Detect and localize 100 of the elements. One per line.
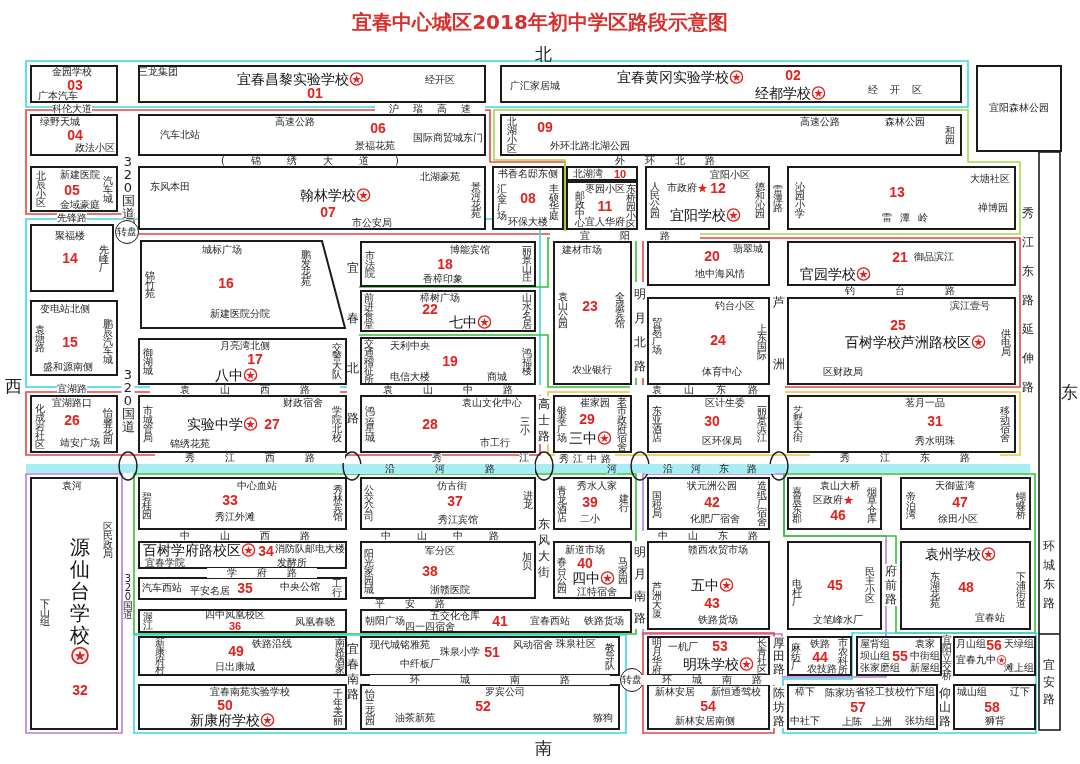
district-number: 32 [72,683,88,697]
place-label: 宜人华府 [585,217,625,227]
roundabout-circle [115,220,139,244]
district-block [138,477,347,530]
place-label: 翡翠城 [733,244,763,254]
road-label: 环城南路 [370,675,610,685]
school-name: 五中 [690,578,719,592]
place-label: 袁山公园 [558,292,568,328]
place-label: 贸易广场 [652,318,662,354]
place-label: 电信大楼 [390,372,430,382]
district-block [360,477,536,530]
place-label: 凤凰春晓 [295,617,335,627]
district-number: 04 [67,128,83,142]
place-label: 德和沁园 [755,182,765,218]
district-block [138,338,347,385]
place-label: 市法院 [365,250,375,278]
place-label: 宜湖路口 [52,398,92,408]
place-label: 发酵所 [277,558,307,568]
school-name: 三中 [568,431,597,445]
road-label: 沿河路 [345,464,535,474]
district-number: 21 [892,250,908,264]
place-label: 建行 [619,494,629,512]
place-label: 绿野天城 [40,117,80,127]
district-number: 33 [222,493,238,507]
place-label: 新康府村 [155,638,165,674]
place-label: 市工行 [480,438,510,448]
place-label: 南路酒家 [335,638,345,674]
place-label: 市公安局 [352,218,392,228]
district-number: 41 [492,614,508,628]
place-label: 区计生委 [705,398,745,408]
road-label: 科伦大道 [52,104,92,114]
school-name: 八中 [214,368,243,382]
place-label: 环保大楼 [508,217,548,227]
district-number: 10 [613,168,627,179]
district-block [787,541,882,630]
district-number: 38 [422,564,438,578]
place-label: 袁山文化中心 [462,398,522,408]
district-number: 31 [927,414,943,428]
road-label: 明月北路 [634,282,646,378]
district-block [553,241,632,385]
place-label: 禅博园 [978,203,1008,213]
district-number: 17 [247,352,263,366]
place-label: 雷潭岭 [881,213,936,223]
road-label: 秀江东路 [810,453,1000,463]
district-number: 34 [258,544,274,558]
district-block [856,636,942,676]
district-number: 16 [218,276,234,290]
place-label: 文笔峰水厂 [813,615,863,625]
place-label: 化肥厂宿舍 [690,514,740,524]
place-label: 前进食堂 [364,293,374,329]
place-label: 鹏辰汽车城 [103,318,113,364]
roundabout-circle [620,668,644,692]
district-number: 54 [700,699,716,713]
place-label: 区政府 [812,495,843,505]
place-label: 千年美丽 [333,689,343,725]
place-label: 渥江 [143,612,153,630]
place-label: 森林公园 [885,117,925,127]
place-label: 人民公园 [650,182,660,218]
place-label: 鸿运星城 [365,406,375,442]
place-label: 帝泊湾 [906,491,916,519]
place-label: 袁塘路 [35,324,45,352]
place-label: 军分区 [425,546,455,556]
place-label: 汽车北站 [160,130,200,140]
place-label: 变电站北侧 [40,304,90,314]
place-label: 油茶新苑 [395,713,435,723]
district-block [647,395,770,453]
place-label: 学院北校 [332,406,342,442]
district-block [647,477,770,530]
place-label: 北湖小区 [507,117,517,153]
place-label: 加贝 [522,552,532,570]
place-label: 博能宾馆 [450,245,490,255]
compass-label: 东 [1060,383,1078,401]
place-label: 天利中央 [390,341,430,351]
district-number: 56 [986,638,1002,652]
place-label: 新建医院 [60,170,100,180]
place-label: 国税局 [652,490,662,518]
place-label: 日出康城 [215,662,255,672]
district-number: 46 [830,508,846,522]
place-label: 御湖城 [143,347,153,375]
place-label: 茗月一品 [905,398,945,408]
district-block [360,395,536,453]
road-label: 320国道 [121,154,135,220]
place-label: 丰硕华庭 [549,184,559,220]
place-label: 新林安居南侧 [675,716,735,726]
place-label: 经开区 [867,85,934,95]
place-label: 邮电大楼 [305,544,345,554]
district-number: 28 [422,417,438,431]
district-number: 07 [320,205,336,219]
place-label: 平安名居 [190,586,230,596]
district-number: 35 [237,581,253,595]
place-label: 先峰厂 [99,244,109,272]
place-label: 秀水人家 [577,481,617,491]
district-block [647,541,770,630]
road-label: 袁山西路 [150,385,340,395]
place-label: 下浦街道 [1016,572,1026,608]
district-block [138,114,486,156]
place-label: 工行 [332,579,342,597]
place-label: 屋背组 [860,639,890,649]
district-number: 12 [710,181,726,195]
place-label: 袁河 [62,481,82,491]
